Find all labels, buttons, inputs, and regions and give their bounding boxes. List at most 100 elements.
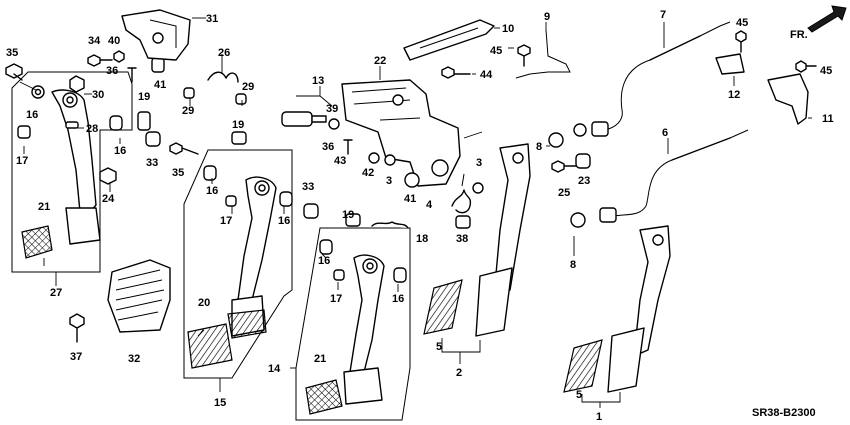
- callout-44: 44: [480, 69, 493, 81]
- callout-45-b: 45: [736, 17, 748, 29]
- switch-24: [99, 167, 117, 185]
- callout-21-a: 21: [38, 201, 50, 213]
- callout-3-b: 3: [476, 157, 482, 169]
- pedal-arm-15: [237, 176, 277, 301]
- bracket-22-assembly: [281, 79, 461, 188]
- callout-37: 37: [70, 351, 82, 363]
- accel-pad-5-a: [423, 279, 463, 335]
- pedal-pad-21-b: [305, 379, 343, 415]
- callout-24: 24: [102, 193, 115, 205]
- callout-16-a: 16: [26, 109, 38, 121]
- callout-3-a: 3: [386, 175, 392, 187]
- callout-33-a: 33: [146, 157, 158, 169]
- stay-10: [403, 19, 495, 61]
- accel-2-pad-body: [475, 267, 513, 337]
- callout-39: 39: [326, 103, 338, 115]
- bushing-16-c: [203, 165, 217, 181]
- callout-14: 14: [268, 363, 281, 375]
- direction-label: FR.: [790, 29, 808, 41]
- callout-8-a: 8: [536, 141, 542, 153]
- pin-28: [65, 121, 79, 129]
- callout-22: 22: [374, 55, 386, 67]
- bushing-16-e: [319, 239, 333, 255]
- accel-1-arm: [633, 225, 671, 357]
- cable-6: [570, 129, 749, 228]
- callout-21-b: 21: [314, 353, 326, 365]
- cable-7-line: [603, 59, 651, 131]
- leader-lines: [19, 17, 812, 408]
- callout-5-b: 5: [576, 389, 582, 401]
- bracket-22-boss: [431, 159, 449, 177]
- bushing-23: [575, 153, 591, 169]
- switch-13-body: [281, 111, 313, 127]
- accel-2-pivot: [512, 152, 524, 164]
- cover-32-body: [107, 259, 171, 333]
- pin-36-a: [127, 67, 137, 83]
- bushing-16-b: [109, 115, 123, 131]
- stay-10-line: [419, 27, 479, 49]
- callout-17-c: 17: [330, 293, 342, 305]
- cable-6-joint: [599, 207, 617, 223]
- bolt-45-c: [795, 60, 817, 73]
- callout-30: 30: [92, 89, 104, 101]
- callout-13: 13: [312, 75, 324, 87]
- callout-29-b: 29: [242, 81, 254, 93]
- callout-45-c: 45: [820, 65, 832, 77]
- return-spring-26: [183, 71, 247, 105]
- pedal-arm-27: [51, 89, 97, 213]
- pedal-15-pivot-hole: [258, 184, 266, 192]
- bolt-34: [87, 54, 113, 67]
- callout-41-a: 41: [154, 79, 166, 91]
- bushing-16-a-hole: [34, 88, 42, 96]
- callout-2: 2: [456, 367, 462, 379]
- pedal-pad-20: [187, 323, 233, 369]
- callout-27: 27: [50, 287, 62, 299]
- accel-2-arm: [493, 143, 531, 297]
- bolt-45-b: [735, 30, 747, 53]
- callout-19-b: 19: [232, 119, 244, 131]
- accelerator-pedal-1: [563, 225, 671, 393]
- callout-17-b: 17: [220, 215, 232, 227]
- bushing-33-b: [303, 203, 319, 219]
- nut-3-b: [472, 182, 484, 194]
- cable-6-end: [671, 137, 731, 161]
- collar-41-a: [151, 57, 165, 73]
- callout-17-a: 17: [16, 155, 28, 167]
- bolt-45-a: [517, 44, 531, 67]
- callout-35-a: 35: [6, 47, 18, 59]
- callout-43: 43: [334, 155, 346, 167]
- nut-39: [328, 118, 340, 130]
- bushing-16-f: [393, 267, 407, 283]
- group-bracket-14: [295, 227, 411, 421]
- cable-7-joint: [591, 121, 609, 137]
- callout-45-a: 45: [490, 45, 502, 57]
- group-bracket-15: [183, 149, 293, 379]
- spring-4-hook: [461, 173, 465, 187]
- spacer-19-b: [231, 131, 247, 145]
- clip-29-b: [235, 93, 247, 105]
- callout-19-c: 19: [342, 209, 354, 221]
- callout-1: 1: [596, 411, 602, 423]
- callout-19-a: 19: [138, 91, 150, 103]
- callout-labels: 35 34 40 36 41 31 26 29 29 16 30 28 19 1…: [6, 9, 834, 423]
- cable-6-tip: [729, 129, 749, 139]
- callout-34: 34: [88, 35, 101, 47]
- callout-16-f: 16: [392, 293, 404, 305]
- callout-5-a: 5: [436, 341, 442, 353]
- spacer-19-a: [137, 111, 151, 131]
- accel-1-pivot: [652, 234, 664, 246]
- accel-1-pad-body: [607, 327, 645, 393]
- cable-7: [573, 21, 731, 137]
- spring-4-assembly: [451, 173, 484, 229]
- callout-35-b: 35: [172, 167, 184, 179]
- callout-16-e: 16: [318, 255, 330, 267]
- bracket-31-hole: [152, 32, 164, 44]
- callout-7: 7: [660, 9, 666, 21]
- pedal-14-foot: [343, 367, 383, 405]
- callout-10: 10: [502, 23, 514, 35]
- nut-3-a: [384, 154, 396, 166]
- cable-7-bushing: [573, 123, 587, 137]
- cable-6-line: [613, 159, 673, 217]
- accelerator-pedal-2: [423, 143, 531, 337]
